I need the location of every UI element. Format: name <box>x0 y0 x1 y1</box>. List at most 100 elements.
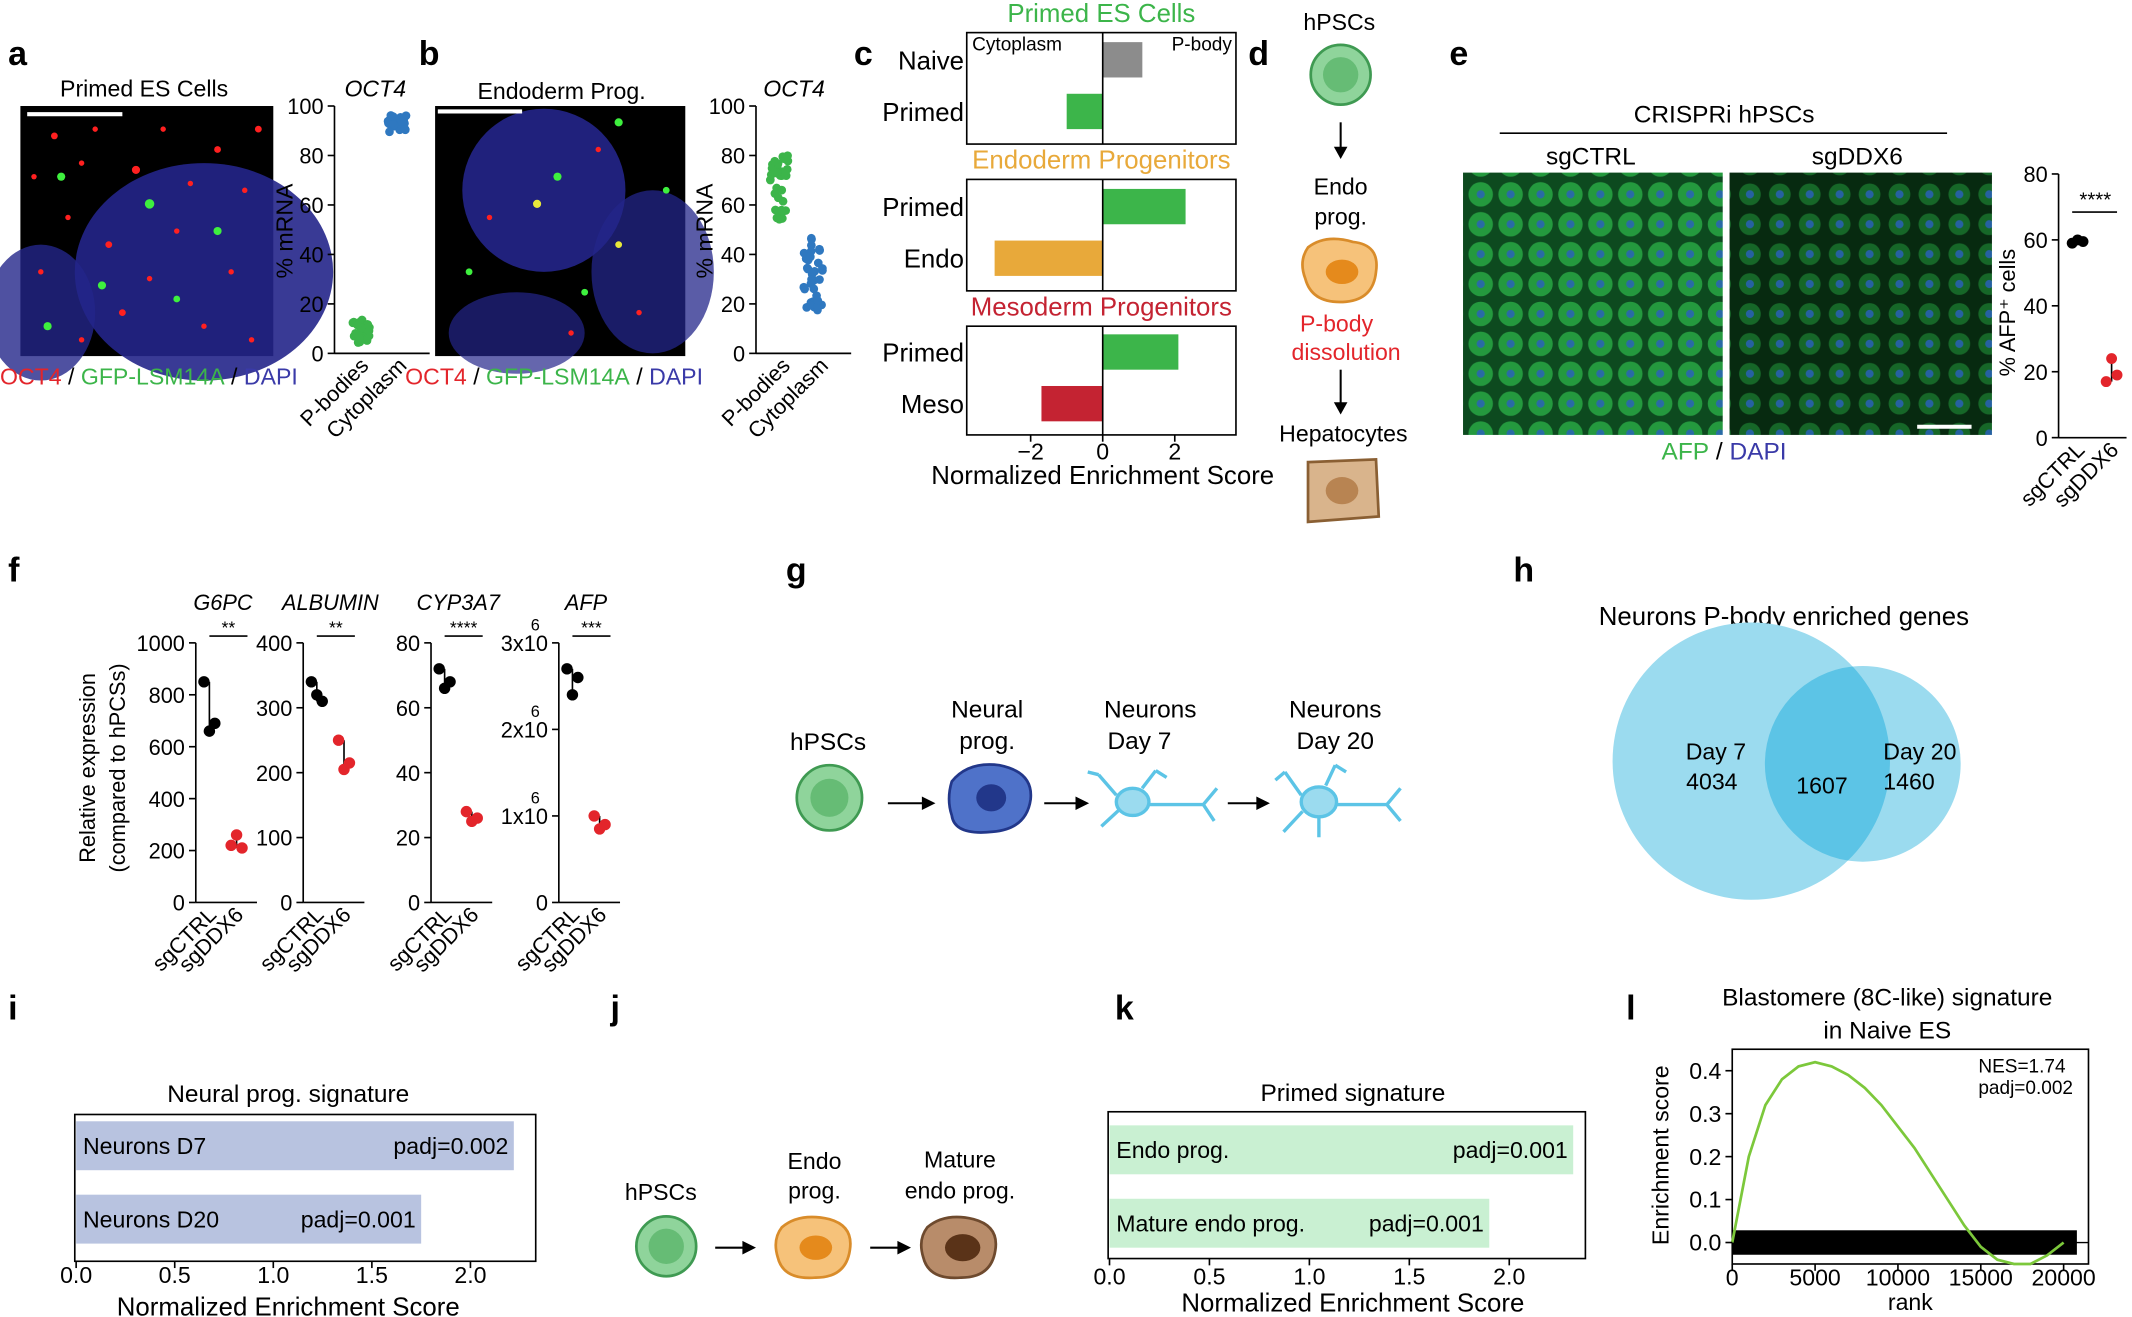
bar-label: Mature endo prog. <box>1116 1210 1305 1236</box>
panel-i-title: Neural prog. signature <box>167 1081 409 1108</box>
panel-a-ylabel: % mRNA <box>271 183 297 279</box>
panel-k-title: Primed signature <box>1260 1080 1445 1107</box>
y-tick-label: 40 <box>721 243 745 268</box>
panel-letter-b: b <box>419 35 440 73</box>
data-point <box>815 275 824 284</box>
y-tick-label: 60 <box>396 696 420 721</box>
panel-j-arrowhead2 <box>897 1240 911 1255</box>
panel-c-box3 <box>965 325 1237 436</box>
panel-a-title: Primed ES Cells <box>60 76 228 102</box>
venn-overlap-count: 1607 <box>1796 773 1847 799</box>
data-point <box>813 258 823 268</box>
enrichment-line <box>1730 1060 2065 1266</box>
panel-b-legend-gfp: GFP-LSM14A <box>486 364 630 390</box>
significance-label: ** <box>222 617 236 637</box>
panel-b: b Endoderm Prog. OCT4 / GFP-LSM14A / DAP… <box>405 35 852 443</box>
panel-d-arrowhead1 <box>1333 146 1348 160</box>
panel-d-step3a: P-body <box>1300 311 1374 337</box>
gene-rank-barcode <box>1732 1230 2077 1255</box>
data-point <box>783 151 792 161</box>
panel-letter-g: g <box>786 552 807 590</box>
y-tick-label: 100 <box>256 826 292 851</box>
panel-d-step3b: dissolution <box>1292 339 1401 365</box>
panel-g-step3a: Neurons <box>1104 697 1196 724</box>
y-tick-exponent: 6 <box>531 703 540 721</box>
gene-label: AFP <box>563 590 608 615</box>
neural-progenitor-cell-icon <box>947 763 1033 834</box>
panel-g-arrowhead1 <box>921 796 936 811</box>
bar-padj: padj=0.002 <box>393 1133 508 1159</box>
nes-bar <box>1102 42 1143 78</box>
data-point <box>815 246 825 255</box>
y-tick-label: 80 <box>2023 162 2047 187</box>
data-point <box>772 213 782 223</box>
nes-bar <box>1102 188 1186 225</box>
gene-label: G6PC <box>193 590 253 615</box>
data-point <box>800 284 810 294</box>
data-point <box>198 676 210 688</box>
bar-label: Neurons D7 <box>83 1133 206 1159</box>
panel-c-right-head: P-body <box>1172 34 1233 55</box>
data-point <box>802 263 812 273</box>
y-tick-label: 60 <box>299 193 323 218</box>
venn-day7-count: 4034 <box>1686 769 1738 795</box>
panel-letter-f: f <box>8 552 20 590</box>
y-tick-label: 80 <box>299 144 323 169</box>
nes-bar <box>1109 1125 1574 1175</box>
panel-e: e CRISPRi hPSCs sgCTRL sgDDX6 AFP / DAPI… <box>1449 35 2127 512</box>
x-tick-label: 2.0 <box>1493 1263 1525 1289</box>
y-tick-label: 0 <box>733 342 745 367</box>
y-tick-label: 60 <box>2023 228 2047 253</box>
y-tick-label: 40 <box>2023 294 2047 319</box>
row-label: Meso <box>901 391 964 419</box>
data-point <box>2100 376 2112 388</box>
y-tick-label: 0.3 <box>1689 1101 1721 1127</box>
bar-label: Neurons D20 <box>83 1206 219 1232</box>
panel-b-legend-sep1: / <box>467 364 486 390</box>
data-point <box>799 248 809 258</box>
panel-c-xlabel: Normalized Enrichment Score <box>931 462 1274 490</box>
panel-e-img2-label: sgDDX6 <box>1812 143 1903 170</box>
panel-k: k Primed signature Endo prog.padj=0.001M… <box>1093 989 1587 1317</box>
data-point <box>236 842 248 854</box>
panel-j-step1: hPSCs <box>625 1179 697 1205</box>
panel-j-step3a: Mature <box>924 1146 996 1172</box>
x-tick-label: 15000 <box>1949 1265 2013 1291</box>
venn-day20-count: 1460 <box>1883 769 1934 795</box>
nes-bar <box>994 240 1103 276</box>
row-label: Primed <box>882 194 964 222</box>
panel-letter-e: e <box>1449 35 1468 73</box>
panel-e-image-sgddx6 <box>1729 172 1992 435</box>
y-tick-label: 600 <box>149 735 185 760</box>
nes-bar <box>1041 385 1103 422</box>
nes-bar <box>1109 1198 1490 1248</box>
data-point <box>209 717 221 730</box>
y-tick-label: 0 <box>173 891 185 916</box>
panel-a-legend-sep2: / <box>225 364 244 390</box>
data-point <box>433 663 445 675</box>
neuron-day20-icon <box>1274 763 1402 838</box>
panel-l: l Blastomere (8C-like) signature in Naiv… <box>1626 985 2096 1315</box>
venn-overlap <box>1764 666 1890 861</box>
panel-d-step2a: Endo <box>1314 173 1368 199</box>
x-tick-label: 2 <box>1168 438 1181 464</box>
y-tick-label: 20 <box>396 826 420 851</box>
panel-a: a Primed ES Cells OCT4 / GFP-LSM14A / DA… <box>0 35 430 443</box>
panel-c-section1: Primed ES Cells <box>1007 0 1195 28</box>
panel-f-ylabel2: (compared to hPCSs) <box>105 663 130 872</box>
data-point <box>230 829 243 841</box>
panel-b-legend-dapi: DAPI <box>649 364 703 390</box>
y-tick-label: 400 <box>256 631 292 656</box>
data-point <box>765 175 775 185</box>
y-tick-label: 80 <box>721 144 745 169</box>
panel-j-step2b: prog. <box>788 1178 841 1204</box>
panel-a-legend-oct4: OCT4 <box>0 364 62 390</box>
endo-progenitor-cell-icon <box>1301 237 1378 304</box>
panel-l-padj: padj=0.002 <box>1978 1078 2073 1099</box>
panel-c-left-head: Cytoplasm <box>972 34 1062 55</box>
panel-b-title: Endoderm Prog. <box>477 78 645 104</box>
panel-e-legend-afp: AFP <box>1662 438 1710 465</box>
